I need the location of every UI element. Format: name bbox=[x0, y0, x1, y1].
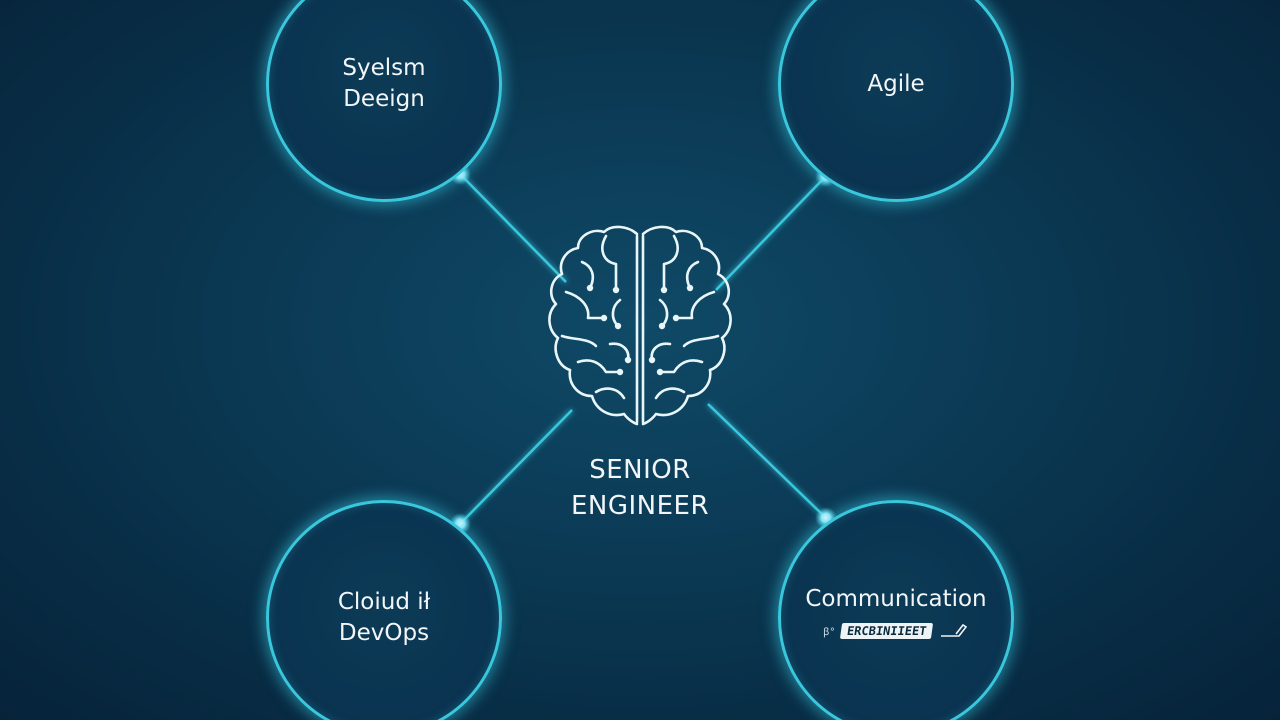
circuit-node bbox=[612, 286, 620, 294]
connector-agile bbox=[715, 175, 827, 291]
node-cloud-devops[interactable]: Cloiud ił DevOps bbox=[266, 500, 502, 720]
center-title: SENIOR ENGINEER bbox=[570, 455, 710, 521]
node-label: Syelsm Deeign bbox=[342, 55, 426, 112]
connector-cloud-devops bbox=[459, 409, 573, 525]
circuit-node bbox=[660, 286, 668, 294]
node-label: Communication bbox=[805, 585, 987, 612]
badge-text: ERCBINIIEET bbox=[840, 622, 935, 639]
circuit-node bbox=[600, 314, 608, 322]
connector-system-design bbox=[459, 173, 567, 283]
node-system-design[interactable]: Syelsm Deeign bbox=[266, 0, 502, 202]
circuit-node bbox=[648, 356, 656, 364]
circuit-node bbox=[614, 322, 622, 330]
circuit-node bbox=[686, 284, 694, 292]
circuit-node bbox=[658, 322, 666, 330]
brain-circuit-icon bbox=[548, 225, 732, 426]
node-label: Cloiud ił DevOps bbox=[337, 589, 431, 646]
circuit-node bbox=[586, 284, 594, 292]
connectors bbox=[459, 173, 827, 525]
circuit-node bbox=[616, 368, 624, 376]
node-label: Agile bbox=[867, 70, 925, 97]
pen-icon bbox=[940, 623, 968, 637]
connector-communication bbox=[707, 403, 827, 519]
node-communication[interactable]: Communication ꞵ° ERCBINIIEET bbox=[778, 500, 1014, 720]
circuit-node bbox=[656, 368, 664, 376]
circuit-node bbox=[672, 314, 680, 322]
circuit-node bbox=[624, 356, 632, 364]
communication-badge: ꞵ° ERCBINIIEET bbox=[823, 622, 969, 639]
badge-tag: ꞵ° bbox=[823, 626, 836, 638]
brain-circuit-nodes bbox=[586, 284, 694, 376]
node-agile[interactable]: Agile bbox=[778, 0, 1014, 202]
